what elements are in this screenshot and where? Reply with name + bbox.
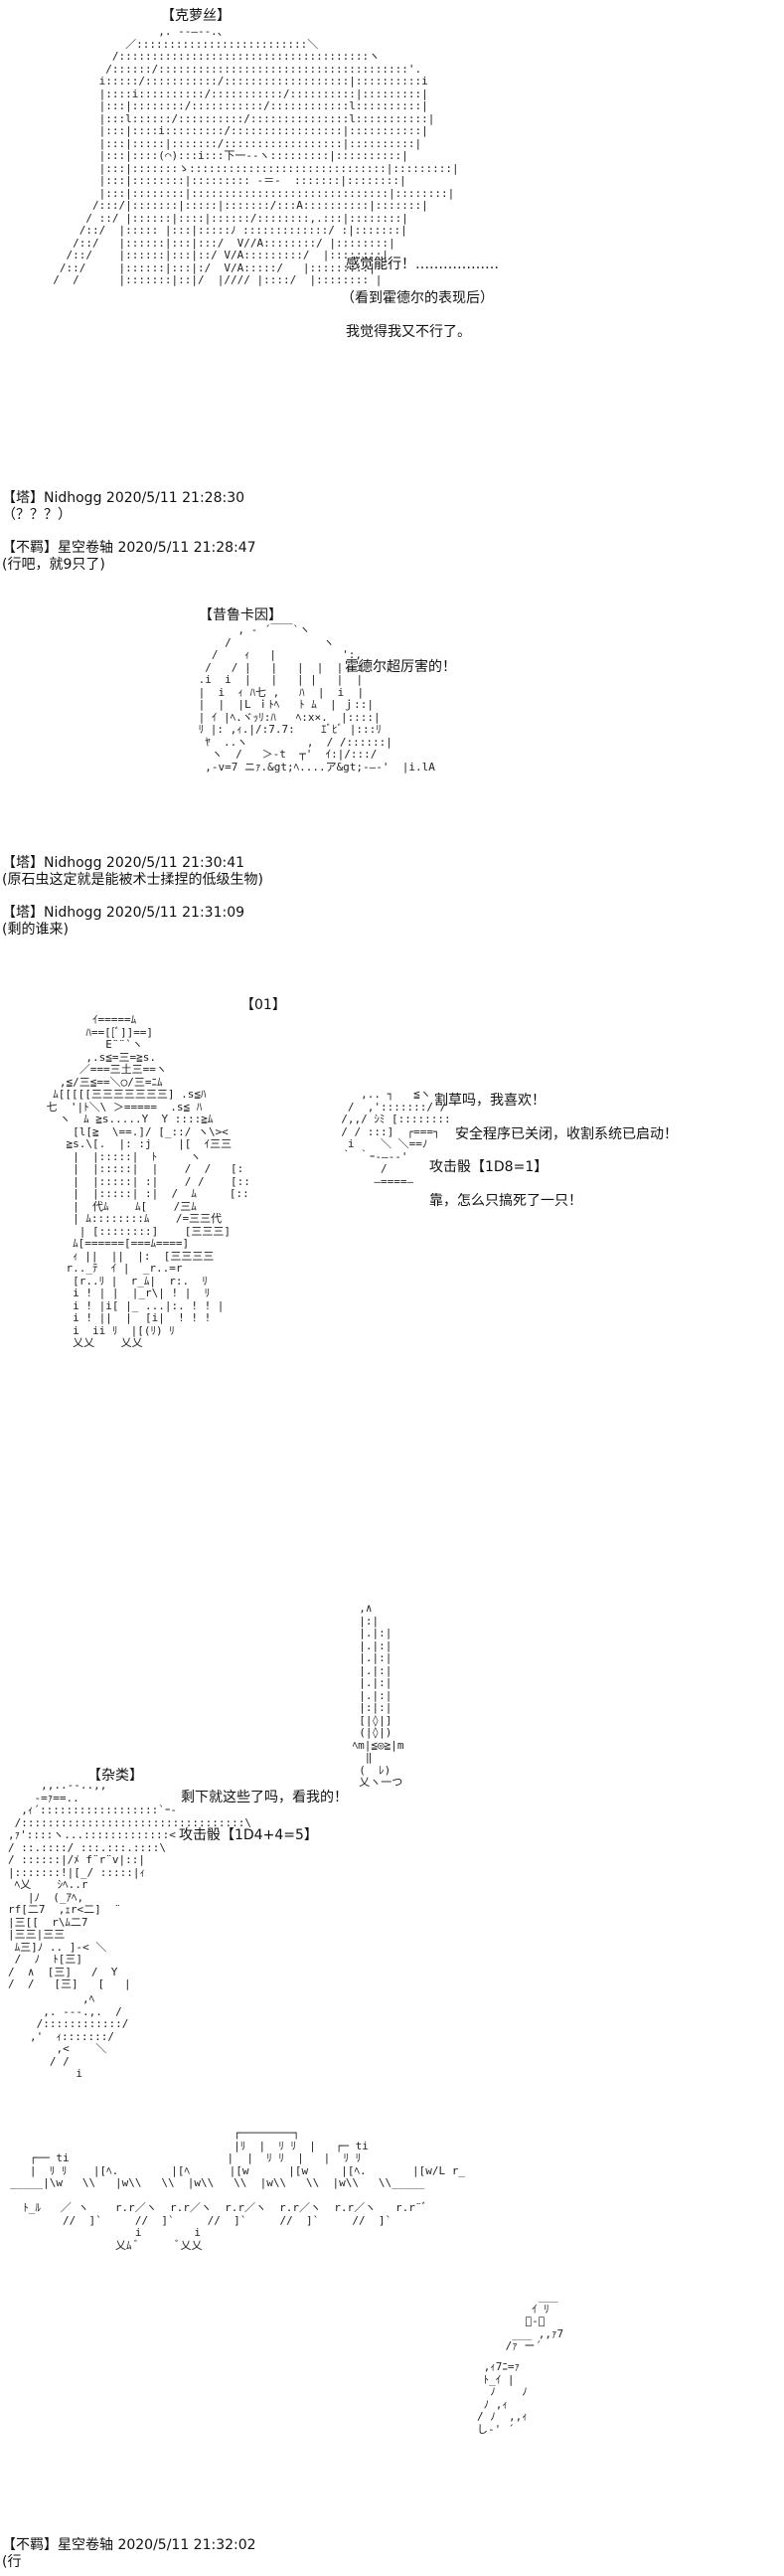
scene1-comment1-meta: 【塔】Nidhogg 2020/5/11 21:28:30 <box>2 490 245 506</box>
scene2-comment1-meta: 【塔】Nidhogg 2020/5/11 21:30:41 <box>2 855 245 871</box>
scene5-leaping-figure-ascii-art: ,ﾍ ,. -‐‐.,. / /::::::::::::/ ,' ｨ::::::… <box>30 1992 129 2080</box>
scene5-small-figure-ascii-art: ___ ｲ ﾘ ﾞ-ー ___ ,,ｧ7 /ｧ ー´ <box>505 2290 564 2352</box>
scene2-comment2-meta: 【塔】Nidhogg 2020/5/11 21:31:09 <box>2 905 245 921</box>
scene2-comment2-text: (剩的谁来) <box>2 922 69 938</box>
scene1-dialogue-line2: （看到霍德尔的表现后） <box>341 290 494 306</box>
scene3-attack-roll: 攻击骰【1D8=1】 <box>429 1159 549 1175</box>
scene1-dialogue-line3: 我觉得我又不行了。 <box>346 324 471 340</box>
scene1-comment1-text: （？？？） <box>2 507 72 523</box>
scene2-dialogue-line1: 霍德尔超厉害的！ <box>345 659 456 675</box>
scene1-speaker-label: 【克萝丝】 <box>161 8 231 24</box>
scene4-comment-text: (行 <box>2 2554 22 2570</box>
scene3-dialogue-line4: 靠，怎么只搞死了一只！ <box>429 1193 582 1209</box>
scene1-comment2-text: (行吧，就9只了) <box>2 557 105 573</box>
scene3-blade-ascii-art: ,.. ┐ ≦ヽ / ,':::::::/ / /,,/ ｼﾐ [:::::::… <box>341 1088 451 1188</box>
scene4-comment-meta: 【不羁】星空卷轴 2020/5/11 21:32:02 <box>2 2537 256 2553</box>
scene2-comment1-text: (原石虫这定就是能被术士揉捏的低级生物) <box>2 872 263 888</box>
scene4-attack-roll: 攻击骰【1D4+4=5】 <box>179 1827 318 1843</box>
scene3-dialogue-line2: 安全程序已关闭，收割系统已启动！ <box>455 1126 678 1142</box>
scene1-character-ascii-art: ,. -‐―‐-.、 ／::::::::::::::::::::::::::＼ … <box>53 25 459 286</box>
scene5-arm-ascii-art: ,ｨ7ﾆ=ｧ ﾄ_ｲ | ﾉ ﾉ ﾉ ,ｨ / ﾉ ,,ｨ し-' ´ <box>477 2360 528 2436</box>
scene3-robot-ascii-art: ｲ=====ﾑ ﾊ==[[ﾞ]]==] E¨¨`ヽ ,.s≦=三=≧s. ／==… <box>46 1013 250 1349</box>
scene5-battlefield-ascii-art: ┌────────┐ |ﾘ | ﾘ ﾘ | ┌─ ti ┌── ti | | ﾘ… <box>10 2127 465 2252</box>
scene1-comment2-meta: 【不羁】星空卷轴 2020/5/11 21:28:47 <box>2 540 256 556</box>
scene3-speaker-label: 【01】 <box>240 997 286 1013</box>
scene4-speaker-label: 【杂类】 <box>87 1768 143 1784</box>
scene4-dialogue-line1: 剩下就这些了吗，看我的！ <box>181 1790 348 1805</box>
scene2-character-ascii-art: , ‐ ´￣￣`ヽ / ヽ / ｨ | ':, / / | | | | | i … <box>198 623 435 773</box>
scene4-spear-ascii-art: ,∧ |:| |.|:| |.|:| |.|:| |.|:| |.|:| |.|… <box>352 1602 404 1789</box>
scene3-dialogue-line1: 割草吗，我喜欢！ <box>434 1093 546 1109</box>
scene4-character-ascii-art: ,,..--..,, -=ｧ==.. ,ｨ´::::::::::::::::::… <box>8 1779 252 1990</box>
scene1-dialogue-line1: 感觉能行！……………… <box>346 257 499 272</box>
scene2-speaker-label: 【昔鲁卡因】 <box>199 607 282 623</box>
